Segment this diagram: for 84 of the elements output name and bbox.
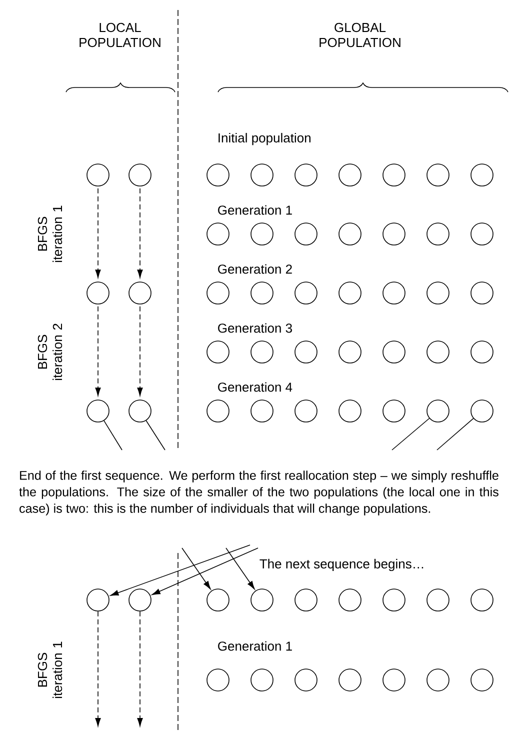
individual-circle xyxy=(338,164,362,186)
individual-circle xyxy=(250,400,274,422)
caption-text: The next sequence begins… xyxy=(260,558,424,572)
individual-circle xyxy=(338,340,362,364)
individual-circle xyxy=(86,282,110,304)
individual-circle xyxy=(470,588,494,612)
arrow xyxy=(95,611,101,726)
individual-circle xyxy=(470,164,494,186)
individual-circle xyxy=(294,340,318,364)
arrow xyxy=(137,188,143,278)
connector-line xyxy=(392,418,430,450)
individual-circle xyxy=(470,400,494,422)
individual-circle xyxy=(206,222,230,246)
individual-circle xyxy=(338,588,362,612)
individual-circle xyxy=(426,164,450,186)
arrow xyxy=(182,548,211,590)
individual-circle xyxy=(470,222,494,246)
individual-circle xyxy=(86,588,110,612)
individual-circle xyxy=(128,282,152,304)
individual-circle xyxy=(250,340,274,364)
individual-circle xyxy=(338,222,362,246)
individual-circle xyxy=(206,340,230,364)
arrow xyxy=(95,306,101,396)
iteration-label: BFGS iteration 1 xyxy=(38,642,62,698)
arrow xyxy=(152,548,258,595)
row-label: Initial population xyxy=(218,132,310,146)
individual-circle xyxy=(206,282,230,304)
arrow xyxy=(95,188,101,278)
individual-circle xyxy=(250,588,274,612)
individual-circle xyxy=(382,282,406,304)
individual-circle xyxy=(86,400,110,422)
individual-circle xyxy=(250,222,274,246)
arrow xyxy=(110,544,250,596)
individual-circle xyxy=(382,588,406,612)
individual-circle xyxy=(382,340,406,364)
arrow xyxy=(226,548,255,590)
arrow xyxy=(137,611,143,726)
individual-circle xyxy=(426,340,450,364)
individual-circle xyxy=(294,400,318,422)
individual-circle xyxy=(128,164,152,186)
iteration-label: BFGS iteration 2 xyxy=(38,324,62,380)
arrow xyxy=(137,306,143,396)
individual-circle xyxy=(206,164,230,186)
individual-circle xyxy=(426,668,450,692)
individual-circle xyxy=(294,588,318,612)
individual-circle xyxy=(426,282,450,304)
individual-circle xyxy=(128,400,152,422)
description-text: End of the first sequence. We perform the first reallocation step – we simply reshuffle the populations. The size of the smaller of the two populations (the local one in this case) is two: this is the number of individuals that will change populations. xyxy=(19,470,498,516)
individual-circle xyxy=(338,282,362,304)
row-label: Generation 4 xyxy=(218,382,292,392)
individual-circle xyxy=(382,164,406,186)
individual-circle xyxy=(338,668,362,692)
row-label: Generation 1 xyxy=(218,641,292,651)
individual-circle xyxy=(250,164,274,186)
iteration-label: BFGS iteration 1 xyxy=(38,206,62,262)
individual-circle xyxy=(470,340,494,364)
connector-line xyxy=(436,418,474,450)
individual-circle xyxy=(426,588,450,612)
individual-circle xyxy=(338,400,362,422)
individual-circle xyxy=(294,282,318,304)
individual-circle xyxy=(250,282,274,304)
individual-circle xyxy=(250,668,274,692)
individual-circle xyxy=(426,400,450,422)
connector-line xyxy=(146,420,166,450)
individual-circle xyxy=(206,400,230,422)
individual-circle xyxy=(86,164,110,186)
row-label: Generation 3 xyxy=(218,323,292,333)
individual-circle xyxy=(206,588,230,612)
individual-circle xyxy=(294,668,318,692)
individual-circle xyxy=(382,400,406,422)
individual-circle xyxy=(294,164,318,186)
individual-circle xyxy=(470,668,494,692)
individual-circle xyxy=(294,222,318,246)
connector-line xyxy=(104,420,122,450)
individual-circle xyxy=(382,222,406,246)
individual-circle xyxy=(470,282,494,304)
individual-circle xyxy=(382,668,406,692)
population-heading: LOCAL POPULATION xyxy=(80,22,160,48)
individual-circle xyxy=(128,588,152,612)
individual-circle xyxy=(206,668,230,692)
individual-circle xyxy=(426,222,450,246)
row-label: Generation 2 xyxy=(218,264,292,274)
row-label: Generation 1 xyxy=(218,205,292,215)
population-heading: GLOBAL POPULATION xyxy=(320,22,400,48)
